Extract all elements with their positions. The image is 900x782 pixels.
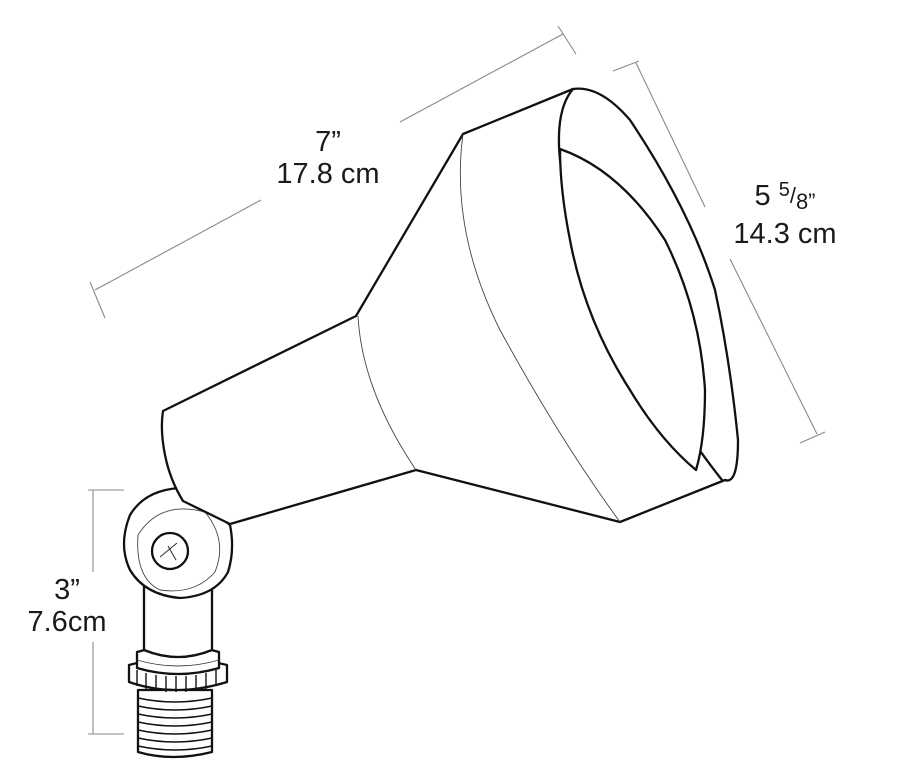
diameter-label: 5 5/8” 14.3 cm xyxy=(715,174,855,250)
stem-height-metric: 7.6cm xyxy=(27,606,107,638)
diameter-whole: 5 xyxy=(754,180,771,212)
diameter-dimension-line xyxy=(612,60,826,444)
diameter-imperial: 5 5/8” xyxy=(715,174,855,218)
stem-height-imperial: 3” xyxy=(54,574,80,606)
fixture-body xyxy=(160,87,740,526)
length-imperial: 7” xyxy=(315,126,341,158)
diameter-frac-slash: / xyxy=(789,183,796,208)
knuckle-mount xyxy=(122,486,234,759)
stem-height-dimension-line xyxy=(88,489,124,735)
length-label: 7” 17.8 cm xyxy=(258,126,398,190)
diameter-frac-denominator: 8” xyxy=(795,189,816,214)
stem-height-label: 3” 7.6cm xyxy=(12,574,122,638)
length-dimension-line xyxy=(89,25,577,319)
length-metric: 17.8 cm xyxy=(276,158,380,190)
diameter-metric: 14.3 cm xyxy=(733,218,837,250)
diameter-frac-numerator: 5 xyxy=(778,179,790,201)
